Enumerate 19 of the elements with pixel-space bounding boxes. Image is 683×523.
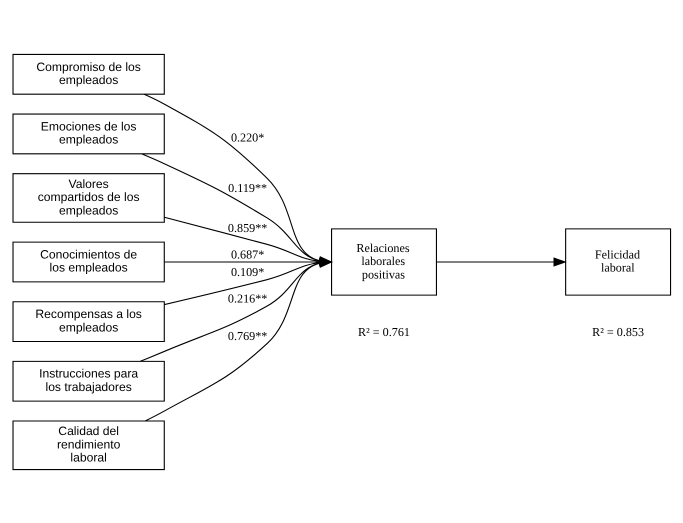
node-box: Compromiso de los empleados	[12, 53, 165, 94]
node-box: Felicidad laboral	[565, 228, 672, 296]
edge-label: 0.216**	[228, 291, 268, 306]
node-box: Conocimientos de los empleados	[12, 241, 165, 282]
edge-label: 0.220*	[230, 130, 264, 144]
edge-label: 0.109*	[230, 264, 264, 279]
edge-label: 0.687*	[230, 246, 264, 261]
edge-label: 0.769**	[228, 328, 268, 343]
node-label: R² = 0.761	[358, 324, 410, 338]
node-box: Relaciones laborales positivas	[331, 228, 438, 296]
edge-label: 0.859**	[228, 220, 268, 234]
node-box: Recompensas a los empleados	[12, 300, 165, 342]
node-box: Instrucciones para los trabajadores	[12, 360, 165, 402]
node-box: Emociones de los empleados	[12, 112, 165, 154]
arrow	[436, 256, 567, 266]
node-label: R² = 0.853	[592, 324, 644, 338]
edge-label: 0.119**	[228, 180, 268, 195]
node-box: Calidad del rendimiento laboral	[12, 420, 165, 470]
node-box: Valores compartidos de los empleados	[12, 172, 165, 222]
